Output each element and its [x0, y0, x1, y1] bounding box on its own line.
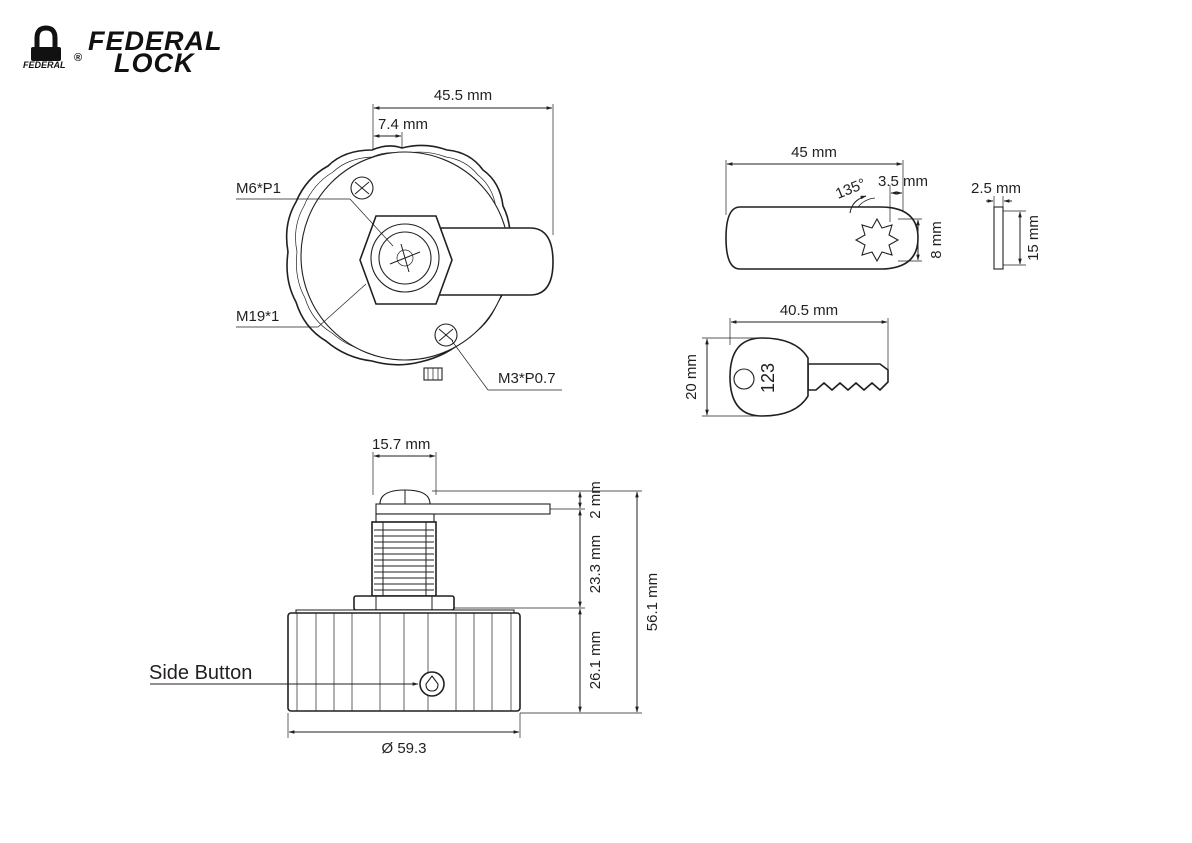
thread-hatching	[374, 529, 434, 591]
brand-name-line1: FEDERAL	[88, 26, 223, 56]
key-height-dim: 20 mm	[683, 354, 700, 400]
body-height-dim: 26.1 mm	[587, 631, 604, 689]
cam-tip-dim: 3.5 mm	[878, 173, 928, 190]
top-offset-dim: 7.4 mm	[378, 116, 428, 133]
cam-length-dim: 45 mm	[791, 144, 837, 161]
key-head	[729, 337, 809, 417]
top-screw-lower	[434, 323, 458, 347]
shaft-width-dim: 15.7 mm	[372, 436, 430, 453]
side-hex-nut	[353, 595, 455, 611]
cam-angle-dim: 135°	[833, 175, 868, 202]
top-view: 45.5 mm 7.4 mm	[236, 87, 562, 391]
screw-thread-label: M3*P0.7	[498, 370, 556, 387]
key-blade	[807, 363, 889, 392]
padlock-icon	[31, 25, 61, 61]
side-cam-arm	[375, 503, 551, 515]
thread-small-label: M6*P1	[236, 180, 281, 197]
key-detail: 40.5 mm 20 mm 123	[683, 302, 889, 417]
cam-star-hole	[854, 217, 900, 263]
brand-name-line2: LOCK	[114, 48, 196, 78]
cam-side-height-dim: 15 mm	[1025, 215, 1042, 261]
cam-height-dim: 8 mm	[928, 221, 945, 259]
registered-mark: ®	[74, 52, 82, 64]
top-screw-upper	[350, 176, 374, 200]
key-number: 123	[758, 363, 778, 393]
side-button	[419, 671, 445, 697]
total-height-dim: 56.1 mm	[644, 573, 661, 631]
cam-side-profile	[993, 206, 1004, 270]
key-length-dim: 40.5 mm	[780, 302, 838, 319]
brand-logo: FEDERAL ® FEDERAL LOCK	[23, 25, 223, 78]
brand-badge-text: FEDERAL	[23, 60, 66, 70]
diameter-dim: Ø 59.3	[381, 740, 426, 757]
cam-gap-dim: 2 mm	[587, 481, 604, 519]
thread-length-dim: 23.3 mm	[587, 535, 604, 593]
thread-large-label: M19*1	[236, 308, 279, 325]
cam-detail: 45 mm 135° 3.5 mm 8 mm 2.5 mm 15 mm	[725, 144, 1042, 270]
side-button-label: Side Button	[149, 662, 252, 684]
side-view: 15.7 mm	[149, 436, 661, 757]
top-width-dim: 45.5 mm	[434, 87, 492, 104]
cam-thickness-dim: 2.5 mm	[971, 180, 1021, 197]
